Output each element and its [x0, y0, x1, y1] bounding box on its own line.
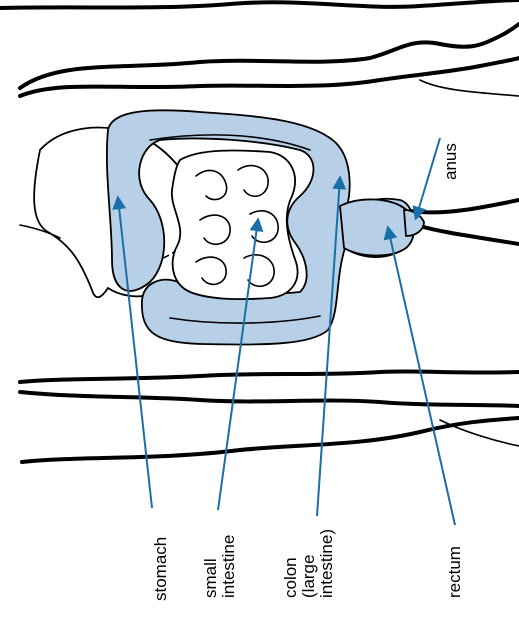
anus-label: anus	[441, 143, 460, 180]
lower-arm-edge	[20, 371, 519, 382]
small-intestine-label-line-2: intestine	[219, 535, 238, 598]
anus-pointer-line	[416, 138, 440, 218]
upper-torso-edge	[0, 0, 519, 8]
lower-torso-edge	[22, 418, 519, 462]
rectum-shape	[340, 199, 414, 255]
upper-arm-inner-edge	[20, 58, 519, 96]
rectum-label: rectum	[445, 546, 464, 598]
small-intestine-organ	[172, 150, 298, 299]
stomach-label-line: stomach	[151, 537, 170, 601]
hand-outline	[420, 80, 519, 446]
stomach-label: stomach	[151, 537, 170, 601]
anus-label-line: anus	[441, 143, 460, 180]
rectum-pointer-line	[388, 228, 455, 525]
colon-label-line-2: (large	[299, 555, 318, 598]
colon-label: colon (large intestine)	[281, 529, 336, 598]
colon-label-line-3: intestine)	[317, 529, 336, 598]
small-intestine-label: small intestine	[201, 535, 238, 598]
colon-label-line-1: colon	[281, 557, 300, 598]
right-leg-lower	[420, 226, 519, 244]
upper-arm-edge	[20, 24, 519, 88]
lower-arm-inner-edge	[20, 392, 519, 406]
rectum-organ	[340, 199, 424, 255]
small-intestine-label-line-1: small	[201, 558, 220, 598]
rectum-label-line: rectum	[445, 546, 464, 598]
